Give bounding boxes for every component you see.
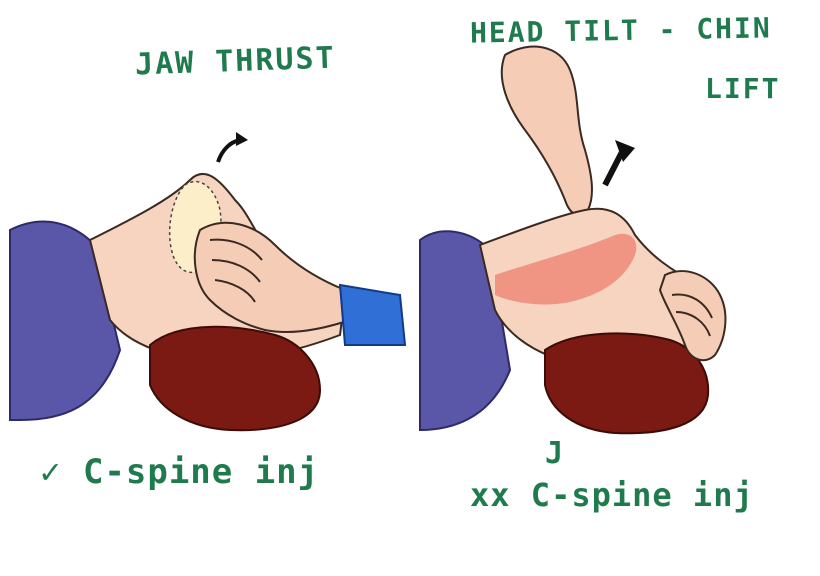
rescuer-top-hand	[502, 47, 592, 216]
patient-hair-right	[545, 333, 708, 433]
rescuer-sleeve	[340, 285, 405, 345]
head-tilt-note-mark: J	[545, 436, 565, 471]
chin-lift-arrow	[605, 150, 623, 185]
head-tilt-illustration	[410, 40, 740, 440]
head-tilt-title-line2: LIFT	[705, 72, 780, 105]
lift-arrowhead	[236, 132, 248, 146]
head-tilt-title-line1: HEAD TILT - CHIN	[470, 11, 772, 49]
head-tilt-note: xx C-spine inj	[470, 476, 754, 514]
jaw-thrust-title: JAW THRUST	[134, 41, 336, 83]
jaw-thrust-illustration	[0, 120, 410, 440]
jaw-thrust-note: ✓ C-spine inj	[40, 452, 319, 492]
